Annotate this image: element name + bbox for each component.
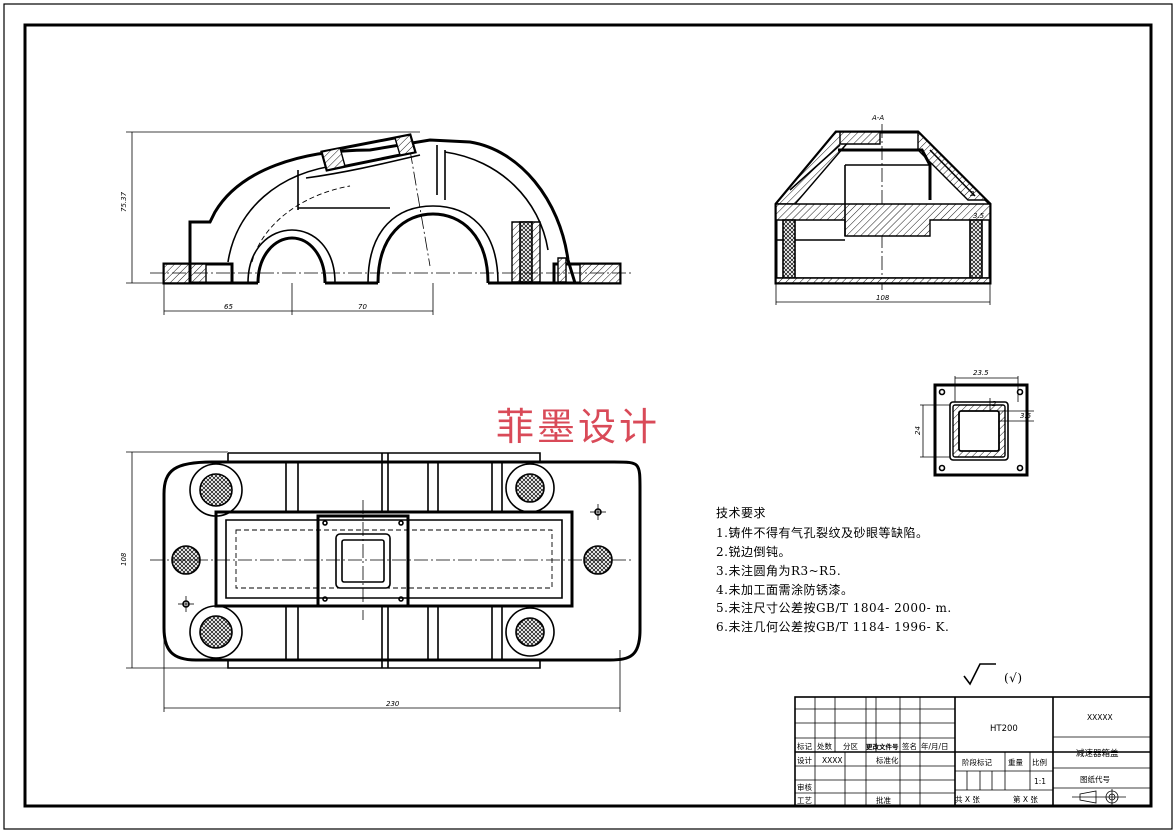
detail-view: 23.5 24 2 3.5 [914,369,1034,477]
rev-header-mark: 标记 [797,741,812,751]
note-1: 1.铸件不得有气孔裂纹及砂眼等缺陷。 [716,525,928,540]
outer-frame [3,3,1173,830]
title-block: 标记 处数 分区 更改文件号 签名 年/月/日 设计 XXXX 标准化 审核 工… [794,696,1152,807]
note-2: 2.锐边倒钝。 [716,545,791,559]
rev-header-date: 年/月/日 [921,741,949,751]
rev-header-sign: 签名 [902,741,917,751]
section-dim-width: 108 [876,294,890,302]
projection-symbol [1072,789,1126,805]
rev-header-docno: 更改文件号 [866,742,899,751]
note-5: 5.未注尺寸公差按GB/T 1804- 2000- m. [716,600,952,615]
stage-label: 阶段标记 [962,757,992,767]
dim-left: 65 [224,303,233,311]
drawing-border [23,23,1153,808]
review-label: 审核 [797,782,812,792]
detail-dim-right: 3.5 [1020,412,1032,420]
notes-title: 技术要求 [716,506,766,520]
detail-dim-top: 23.5 [973,369,989,377]
section-dim-small: 2 [970,190,975,198]
rev-header-zone: 分区 [843,742,858,751]
front-view: 75.37 65 70 [120,131,632,315]
weight-label: 重量 [1008,758,1023,767]
plan-dim-width: 230 [386,700,400,708]
rev-header-count: 处数 [817,741,832,751]
note-4: 4.未加工面需涂防锈漆。 [716,582,853,597]
sheet-number: 第 X 张 [1013,794,1038,804]
bolt-hole-top-left [189,463,243,517]
plan-view: 108 230 [120,451,642,712]
plan-dim-height: 108 [120,552,128,566]
scale-value: 1:1 [1034,777,1046,786]
company-name: XXXXX [1087,713,1113,722]
standardize-label: 标准化 [876,755,899,765]
process-label: 工艺 [797,796,812,805]
note-3: 3.未注圆角为R3~R5. [716,563,841,578]
detail-dim-small: 2 [992,400,997,408]
note-6: 6.未注几何公差按GB/T 1184- 1996- K. [716,619,949,634]
scale-label: 比例 [1032,757,1047,767]
roughness-symbol: (√) [963,663,1023,686]
designer-name: XXXX [822,756,843,765]
dim-mid: 70 [358,303,367,311]
material: HT200 [990,724,1018,734]
dim-height: 75.37 [120,191,128,212]
detail-dim-left: 24 [914,426,922,435]
technical-requirements: 技术要求 1.铸件不得有气孔裂纹及砂眼等缺陷。 2.锐边倒钝。 3.未注圆角为R… [716,506,952,634]
watermark: 菲墨设计 [496,405,660,449]
approve-label: 批准 [876,795,891,805]
section-dim-side: 3.5 [973,212,985,220]
design-label: 设计 [797,755,812,765]
bolt-hole-bottom-left [189,605,243,659]
bolt-hole-top-right [505,463,555,513]
drawing-number-label: 图纸代号 [1080,774,1110,784]
part-name: 减速器箱盖 [1076,748,1119,759]
section-view: A-A 108 2 3.5 [774,114,992,305]
bolt-hole-bottom-right [505,607,555,657]
section-label: A-A [871,114,884,122]
sheets-total: 共 X 张 [955,795,980,804]
roughness-note: (√) [1004,671,1023,685]
